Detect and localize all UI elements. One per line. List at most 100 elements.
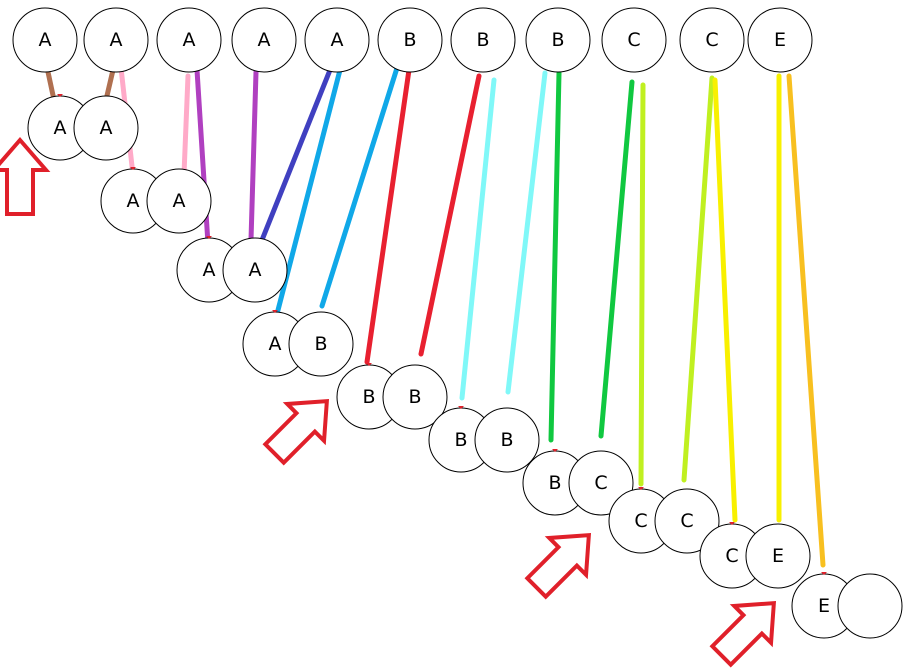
brown-connector-line — [45, 69, 57, 103]
top-circle — [747, 7, 813, 73]
pair-label: B — [362, 386, 375, 408]
top-circle — [231, 7, 297, 73]
top-node-6: B — [377, 7, 443, 73]
marker-icon — [729, 522, 735, 525]
pair-label: B — [408, 386, 421, 408]
pair-circle — [654, 488, 720, 554]
yellow-connector-line — [712, 77, 738, 523]
top-label: C — [705, 29, 718, 51]
pair-node-10: E — [791, 572, 903, 639]
top-node-2: A — [83, 7, 149, 73]
top-node-1: A — [12, 7, 78, 73]
top-circle — [83, 7, 149, 73]
pair-label: A — [173, 190, 186, 212]
top-label: B — [476, 29, 489, 51]
diagonal-arrow-icon — [709, 600, 777, 668]
pair-circle — [837, 573, 903, 639]
top-label: A — [39, 29, 52, 51]
top-node-10: C — [679, 7, 745, 73]
top-circle — [679, 7, 745, 73]
cyan-connector-line — [505, 70, 548, 395]
pair-circle — [568, 450, 634, 516]
top-node-11: E — [747, 7, 813, 73]
top-node-3: A — [156, 7, 222, 73]
lime-connector-line — [638, 82, 646, 487]
connector-lines — [45, 65, 826, 568]
green-connector-line — [548, 70, 562, 443]
blue-connector-line — [274, 67, 343, 317]
top-node-8: B — [525, 7, 591, 73]
top-circle — [12, 7, 78, 73]
top-circle — [601, 7, 667, 73]
top-circle — [304, 7, 370, 73]
pair-label: A — [203, 259, 216, 281]
pair-label: A — [54, 117, 67, 139]
pointer-arrows — [0, 136, 777, 668]
pair-label: A — [100, 117, 113, 139]
marker-icon — [366, 363, 372, 366]
pair-label: C — [680, 510, 693, 532]
pair-circle — [382, 364, 448, 430]
pair-label: C — [725, 545, 738, 567]
marker-icon — [821, 572, 827, 575]
pair-circle — [73, 95, 139, 161]
blue-connector-line — [319, 65, 400, 309]
navy-connector-line — [259, 67, 333, 243]
brown-connector-line — [103, 67, 116, 103]
pair-label: B — [548, 472, 561, 494]
top-label: A — [331, 29, 344, 51]
marker-icon — [458, 406, 464, 409]
green-connector-line — [598, 79, 635, 439]
top-node-4: A — [231, 7, 297, 73]
marker-icon — [272, 310, 278, 313]
orange-connector-line — [786, 73, 826, 568]
pair-circle — [222, 237, 288, 303]
pair-label: A — [249, 259, 262, 281]
top-node-7: B — [450, 7, 516, 73]
pair-label: B — [314, 333, 327, 355]
pair-label: A — [127, 190, 140, 212]
top-label: A — [183, 29, 196, 51]
top-node-5: A — [304, 7, 370, 73]
top-circle — [525, 7, 591, 73]
pair-circle — [474, 407, 540, 473]
red-connector-line — [364, 67, 412, 365]
pair-label: C — [634, 510, 647, 532]
top-label: A — [258, 29, 271, 51]
marker-icon — [552, 449, 558, 452]
marker-icon — [206, 236, 212, 239]
top-circle — [377, 7, 443, 73]
pair-label: E — [772, 545, 784, 567]
pair-label: B — [454, 429, 467, 451]
top-circle — [450, 7, 516, 73]
pink-connector-line — [181, 73, 191, 177]
marker-icon — [638, 487, 644, 490]
red-connector-line — [418, 73, 482, 357]
lime-connector-line — [681, 75, 715, 483]
pair-circle — [146, 168, 212, 234]
marker-icon — [130, 167, 136, 170]
purple-connector-line — [248, 69, 259, 243]
pair-circle — [288, 311, 354, 377]
top-label: A — [110, 29, 123, 51]
top-circle — [156, 7, 222, 73]
pair-label: E — [818, 595, 830, 617]
top-label: E — [774, 29, 786, 51]
diagonal-arrow-icon — [524, 532, 592, 600]
marker-icon — [57, 94, 63, 97]
top-label: B — [403, 29, 416, 51]
top-label: C — [627, 29, 640, 51]
pair-label: B — [500, 429, 513, 451]
up-arrow-icon — [0, 136, 51, 216]
